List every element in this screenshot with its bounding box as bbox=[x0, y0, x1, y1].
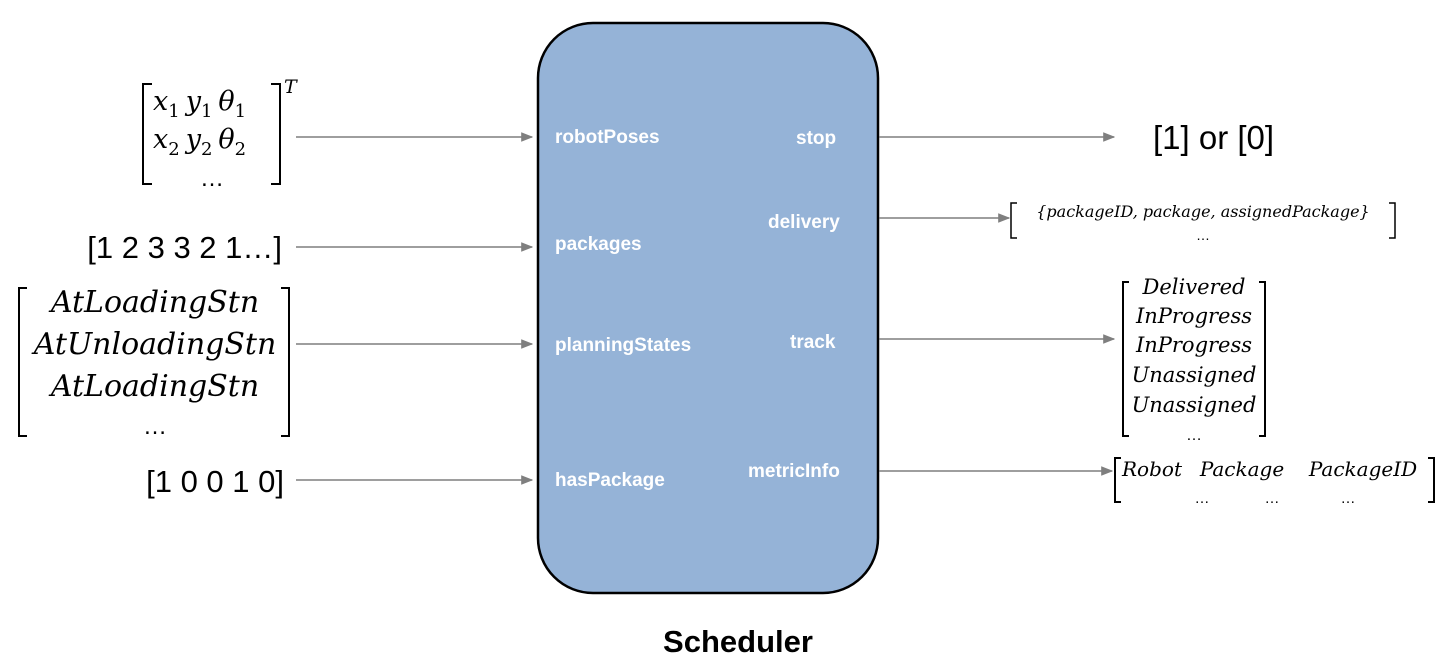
right-bracket bbox=[281, 287, 290, 437]
metricinfo-matrix: Robot Package PackageID … … … bbox=[1114, 457, 1435, 507]
state-ellipsis: … bbox=[143, 413, 167, 440]
delivery-matrix: {packageID, package, assignedPackage} … bbox=[1010, 202, 1396, 243]
right-bracket bbox=[1389, 202, 1396, 239]
left-bracket bbox=[1010, 202, 1017, 239]
planningstates-matrix: AtLoadingStn AtUnloadingStn AtLoadingStn… bbox=[18, 285, 290, 440]
state-item: AtUnloadingStn bbox=[31, 327, 277, 362]
left-bracket bbox=[1122, 281, 1129, 437]
track-item: InProgress bbox=[1135, 304, 1252, 328]
port-stop: stop bbox=[796, 128, 836, 149]
port-track: track bbox=[790, 332, 836, 353]
track-item: Delivered bbox=[1142, 275, 1246, 299]
port-robotposes: robotPoses bbox=[555, 127, 660, 148]
scheduler-block bbox=[536, 21, 880, 595]
track-item: Unassigned bbox=[1132, 393, 1257, 417]
port-metricinfo: metricInfo bbox=[748, 461, 840, 482]
port-packages: packages bbox=[555, 234, 642, 255]
right-bracket bbox=[271, 83, 281, 185]
packages-value: [1 2 3 3 2 1…] bbox=[87, 230, 282, 265]
metric-ellipsis: … bbox=[1195, 490, 1210, 507]
left-bracket bbox=[142, 83, 152, 185]
state-item: AtLoadingStn bbox=[48, 285, 259, 320]
port-planningstates: planningStates bbox=[555, 335, 691, 356]
track-matrix: Delivered InProgress InProgress Unassign… bbox=[1122, 275, 1266, 444]
track-ellipsis: … bbox=[1186, 427, 1202, 444]
metric-header: Package bbox=[1199, 457, 1284, 481]
delivery-row: {packageID, package, assignedPackage} bbox=[1036, 202, 1369, 221]
port-haspackage: hasPackage bbox=[555, 470, 665, 491]
block-title: Scheduler bbox=[663, 624, 813, 659]
state-item: AtLoadingStn bbox=[48, 369, 259, 404]
delivery-ellipsis: … bbox=[1196, 227, 1210, 243]
left-bracket bbox=[1114, 457, 1121, 503]
metric-ellipsis: … bbox=[1341, 490, 1356, 507]
haspackage-value: [1 0 0 1 0] bbox=[146, 464, 284, 499]
metric-header: PackageID bbox=[1308, 457, 1417, 481]
stop-value: [1] or [0] bbox=[1153, 119, 1274, 156]
metric-ellipsis: … bbox=[1265, 490, 1280, 507]
transpose-label: T bbox=[284, 76, 298, 98]
metric-header: Robot bbox=[1121, 457, 1183, 481]
right-bracket bbox=[1259, 281, 1266, 437]
port-delivery: delivery bbox=[768, 212, 840, 233]
right-bracket bbox=[1428, 457, 1435, 503]
pose-ellipsis: … bbox=[200, 165, 224, 192]
left-bracket bbox=[18, 287, 27, 437]
track-item: Unassigned bbox=[1132, 363, 1257, 387]
track-item: InProgress bbox=[1135, 333, 1252, 357]
